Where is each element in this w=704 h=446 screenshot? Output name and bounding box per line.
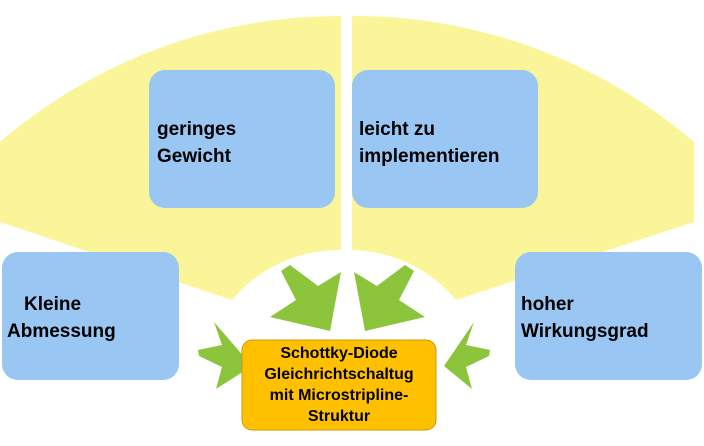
arrow-top-left bbox=[270, 265, 341, 331]
box-top-right: leicht zu implementieren bbox=[352, 70, 538, 208]
box-left: Kleine Abmessung bbox=[2, 252, 179, 380]
center-line1: Schottky-Diode bbox=[280, 345, 397, 362]
center-line2: Gleichrichtschaltug bbox=[264, 366, 413, 383]
arrow-left bbox=[198, 322, 252, 389]
arrow-top-right bbox=[354, 265, 425, 331]
box-right-line1: hoher bbox=[521, 294, 574, 315]
center-box: Schottky-Diode Gleichrichtschaltug mit M… bbox=[241, 339, 437, 431]
box-left-line1: Kleine bbox=[24, 294, 81, 315]
box-right: hoher Wirkungsgrad bbox=[515, 252, 702, 380]
box-top-left-line1: geringes bbox=[157, 119, 236, 140]
box-left-line2: Abmessung bbox=[7, 321, 116, 342]
box-right-line2: Wirkungsgrad bbox=[521, 321, 649, 342]
center-line4: Struktur bbox=[308, 408, 370, 425]
box-top-left: geringes Gewicht bbox=[149, 70, 335, 208]
box-top-right-line2: implementieren bbox=[359, 146, 499, 167]
box-top-right-line1: leicht zu bbox=[359, 119, 435, 140]
center-line3: mit Microstripline- bbox=[270, 387, 409, 404]
box-top-left-line2: Gewicht bbox=[157, 146, 232, 167]
arrow-right bbox=[444, 322, 490, 389]
